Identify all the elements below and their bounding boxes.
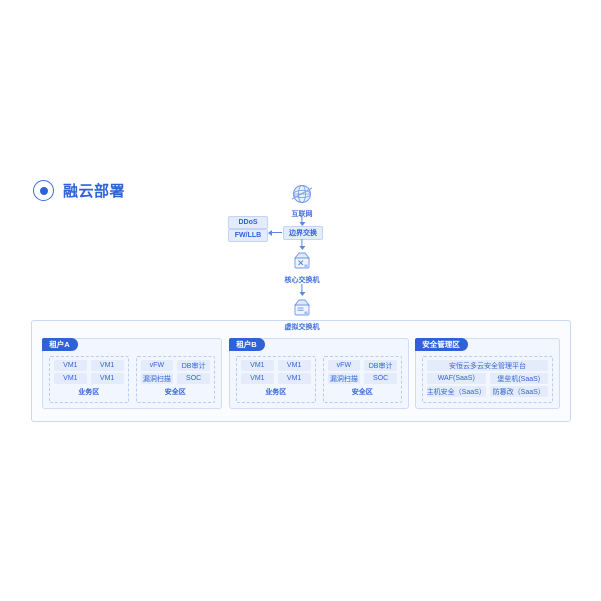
zone-row: vFW DB审计	[140, 360, 210, 371]
zone-label: 业务区	[265, 389, 287, 396]
resource-cell: VM1	[90, 360, 124, 371]
tenant-zone: VM1 VM1 VM1 VM1 业务区	[236, 356, 316, 403]
arrow-core-to-virtual	[301, 284, 303, 295]
tenant-panel: 租户B VM1 VM1 VM1 VM1 业务区 vFW DB审计	[229, 338, 409, 409]
resource-cell: SOC	[177, 373, 210, 384]
security-product-cell: 主机安全（SaaS）	[427, 386, 486, 397]
security-management-panel: 安全管理区 安恒云多云安全管理平台 WAF(SaaS) 堡垒机(SaaS) 主机…	[415, 338, 560, 409]
tenant-zone: vFW DB审计 漏洞扫描 SOC 安全区	[135, 356, 215, 403]
arrow-internet-to-edge	[301, 216, 303, 225]
resource-cell: VM1	[241, 360, 274, 371]
tenant-name-tab: 租户B	[229, 338, 265, 352]
page-title-label: 融云部署	[63, 183, 126, 200]
switch-icon	[294, 252, 310, 269]
zone-label: 业务区	[78, 389, 100, 396]
resource-cell: SOC	[364, 373, 397, 384]
resource-cell: VM1	[54, 360, 87, 371]
fw-llb-node: FW/LLB	[228, 229, 268, 242]
resource-cell: VM1	[54, 373, 87, 384]
security-row: WAF(SaaS) 堡垒机(SaaS)	[427, 373, 548, 384]
target-radio-icon	[33, 180, 54, 201]
tenant-panel: 租户A VM1 VM1 VM1 VM1 业务区 vFW DB审计	[42, 338, 222, 409]
resource-cell: 漏洞扫描	[327, 373, 361, 384]
resource-cell: VM1	[277, 373, 311, 384]
tenant-zone: vFW DB审计 漏洞扫描 SOC 安全区	[322, 356, 402, 403]
security-row: 安恒云多云安全管理平台	[427, 360, 548, 371]
resource-cell: VM1	[90, 373, 124, 384]
security-product-cell: 堡垒机(SaaS)	[489, 373, 548, 384]
zone-row: vFW DB审计	[327, 360, 397, 371]
internet-label: 互联网	[291, 211, 313, 218]
zone-row: VM1 VM1	[54, 360, 124, 371]
resource-cell: DB审计	[364, 360, 397, 371]
core-switch-label: 核心交换机	[284, 277, 320, 284]
zone-label: 安全区	[164, 389, 186, 396]
security-row: 主机安全（SaaS） 防篡改（SaaS）	[427, 386, 548, 397]
zone-row: 漏洞扫描 SOC	[140, 373, 210, 384]
resource-cell: DB审计	[177, 360, 210, 371]
security-product-cell: 安恒云多云安全管理平台	[427, 360, 548, 371]
resource-cell: VM1	[277, 360, 311, 371]
resource-cell: 漏洞扫描	[140, 373, 174, 384]
zone-row: VM1 VM1	[241, 373, 311, 384]
security-zone-name-tab: 安全管理区	[415, 338, 468, 352]
zone-row: VM1 VM1	[241, 360, 311, 371]
security-product-cell: WAF(SaaS)	[427, 373, 486, 384]
arrow-edge-to-fw	[269, 232, 282, 234]
virtual-switch-label: 虚拟交换机	[281, 322, 323, 332]
zone-label: 安全区	[351, 389, 373, 396]
resource-cell: vFW	[140, 360, 174, 371]
globe-icon	[291, 185, 313, 203]
zone-row: VM1 VM1	[54, 373, 124, 384]
tenant-name-tab: 租户A	[42, 338, 78, 352]
tenant-zone: VM1 VM1 VM1 VM1 业务区	[49, 356, 129, 403]
zone-row: 漏洞扫描 SOC	[327, 373, 397, 384]
edge-switch-node: 边界交换	[283, 226, 323, 240]
security-product-cell: 防篡改（SaaS）	[489, 386, 548, 397]
resource-cell: vFW	[327, 360, 361, 371]
arrow-edge-to-core	[301, 239, 303, 249]
page-title: 融云部署	[33, 180, 125, 201]
resource-cell: VM1	[241, 373, 274, 384]
switch-icon	[294, 299, 310, 316]
ddos-node: DDoS	[228, 216, 268, 229]
